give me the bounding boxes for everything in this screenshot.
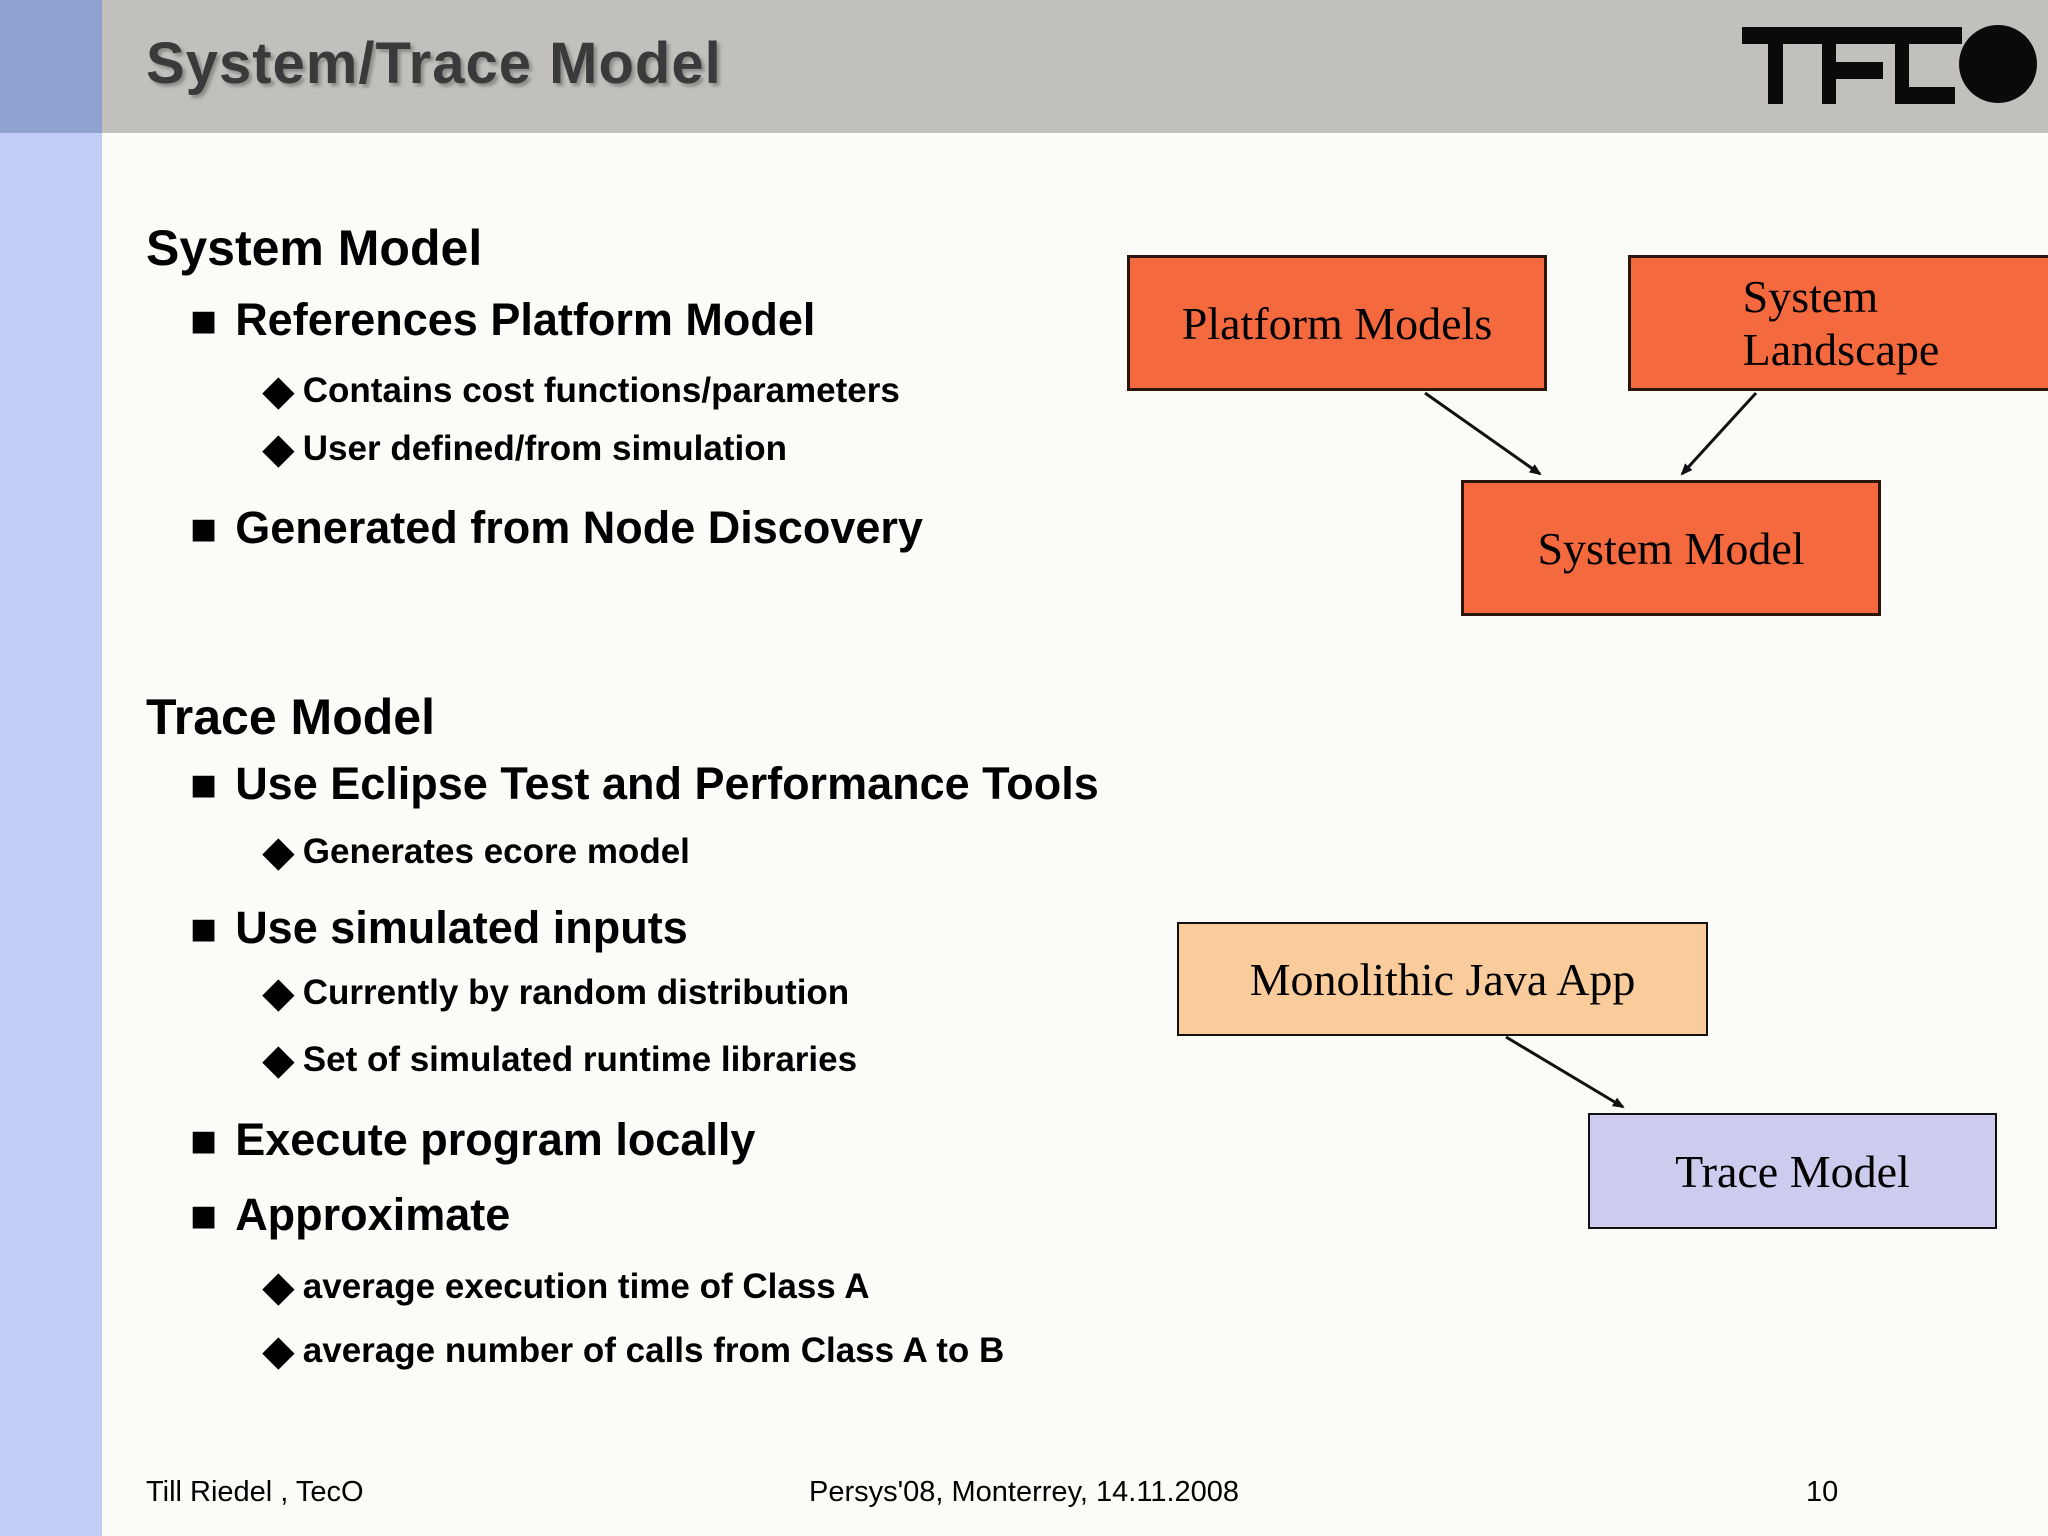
- list-item: ◆ average execution time of Class A: [263, 1263, 869, 1311]
- diagram-node-platform-models: Platform Models: [1127, 255, 1547, 391]
- square-bullet-icon: ■: [190, 1114, 218, 1166]
- square-bullet-icon: ■: [190, 902, 218, 954]
- diagram-node-system-landscape: System Landscape: [1628, 255, 2048, 391]
- list-item-label: average number of calls from Class A to …: [302, 1331, 1005, 1370]
- list-item-label: Generated from Node Discovery: [235, 502, 923, 553]
- list-item: ■ Use Eclipse Test and Performance Tools: [190, 756, 1099, 812]
- diagram-node-system-model: System Model: [1461, 480, 1881, 616]
- flow-arrow-platform-to-systemmodel: [1424, 391, 1542, 476]
- diamond-bullet-icon: ◆: [263, 830, 294, 874]
- diamond-bullet-icon: ◆: [263, 1329, 294, 1373]
- list-item-label: Currently by random distribution: [302, 973, 850, 1012]
- diagram-node-label: System Model: [1537, 522, 1805, 574]
- section-heading-trace-model: Trace Model: [146, 687, 435, 747]
- section-heading-label: Trace Model: [146, 689, 435, 745]
- list-item: ◆ User defined/from simulation: [263, 425, 787, 473]
- flow-arrow-landscape-to-systemmodel: [1680, 391, 1758, 476]
- square-bullet-icon: ■: [190, 502, 218, 554]
- list-item: ◆ average number of calls from Class A t…: [263, 1327, 1004, 1375]
- square-bullet-icon: ■: [190, 1189, 218, 1241]
- square-bullet-icon: ■: [190, 758, 218, 810]
- list-item: ◆ Generates ecore model: [263, 828, 690, 876]
- list-item: ◆ Set of simulated runtime libraries: [263, 1036, 857, 1084]
- flow-arrow-app-to-tracemodel: [1505, 1035, 1625, 1109]
- list-item: ■ Generated from Node Discovery: [190, 500, 923, 556]
- footer-author: Till Riedel , TecO: [146, 1476, 364, 1508]
- page-title: System/Trace Model: [146, 31, 722, 96]
- list-item-label: Contains cost functions/parameters: [302, 371, 900, 410]
- list-item-label: User defined/from simulation: [302, 429, 788, 468]
- diagram-node-monolithic-java-app: Monolithic Java App: [1177, 922, 1708, 1036]
- header-bar: System/Trace Model: [102, 0, 2048, 133]
- diagram-node-label: System Landscape: [1742, 271, 1940, 375]
- list-item: ■ Use simulated inputs: [190, 900, 688, 956]
- square-bullet-icon: ■: [190, 294, 218, 346]
- list-item-label: References Platform Model: [235, 294, 816, 345]
- footer-event: Persys'08, Monterrey, 14.11.2008: [808, 1476, 1240, 1508]
- list-item: ◆ Currently by random distribution: [263, 969, 849, 1017]
- diamond-bullet-icon: ◆: [263, 971, 294, 1015]
- diagram-node-label: Monolithic Java App: [1249, 953, 1636, 1005]
- list-item: ◆ Contains cost functions/parameters: [263, 367, 900, 415]
- diamond-bullet-icon: ◆: [263, 1038, 294, 1082]
- list-item-label: Set of simulated runtime libraries: [302, 1040, 858, 1079]
- section-heading-system-model: System Model: [146, 218, 482, 278]
- diagram-node-trace-model: Trace Model: [1588, 1113, 1997, 1229]
- section-heading-label: System Model: [146, 220, 483, 276]
- list-item-label: Use Eclipse Test and Performance Tools: [235, 758, 1099, 809]
- diagram-node-label: Platform Models: [1181, 297, 1493, 349]
- diamond-bullet-icon: ◆: [263, 369, 294, 413]
- sidebar-strip: [0, 0, 102, 1536]
- corner-accent-square: [0, 0, 102, 133]
- diagram-node-label: Trace Model: [1675, 1145, 1910, 1197]
- list-item-label: average execution time of Class A: [302, 1267, 870, 1306]
- list-item-label: Execute program locally: [235, 1114, 756, 1165]
- footer-page-number: 10: [1806, 1476, 1839, 1508]
- list-item-label: Approximate: [235, 1189, 511, 1240]
- list-item-label: Generates ecore model: [302, 832, 690, 871]
- list-item: ■ References Platform Model: [190, 292, 815, 348]
- list-item: ■ Execute program locally: [190, 1112, 755, 1168]
- list-item: ■ Approximate: [190, 1187, 510, 1243]
- teco-logo: [1742, 25, 2037, 104]
- diamond-bullet-icon: ◆: [263, 427, 294, 471]
- list-item-label: Use simulated inputs: [235, 902, 688, 953]
- diamond-bullet-icon: ◆: [263, 1265, 294, 1309]
